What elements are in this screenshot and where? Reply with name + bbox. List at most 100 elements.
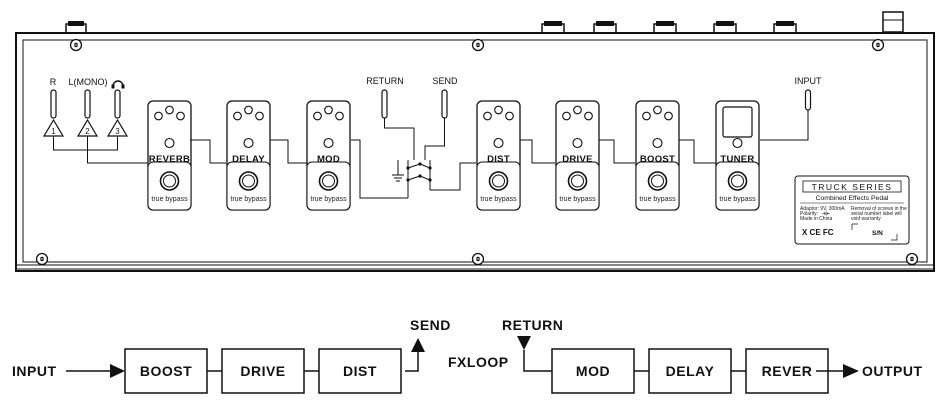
pedal-led	[323, 137, 334, 149]
info-plate: TRUCK SERIES Combined Effects Pedal Adap…	[794, 175, 910, 245]
pedal-cables	[190, 108, 809, 199]
flow-box-label: MOD	[576, 363, 610, 379]
plate-adaptor: Adaptor: 9V, 300mA	[800, 206, 845, 212]
footswitch-icon	[727, 171, 748, 191]
screw-icon	[471, 38, 485, 52]
pedal-name: DELAY	[232, 154, 265, 165]
input-jack-group: INPUT	[795, 76, 822, 111]
pedal-knobs	[642, 105, 673, 121]
flow-return-label: RETURN	[502, 317, 563, 333]
jack-l	[84, 89, 91, 119]
pedal-led	[493, 137, 504, 149]
footswitch-icon	[567, 171, 588, 191]
flow-arrow-in	[110, 364, 125, 378]
pedal-led	[732, 137, 743, 149]
plate-note-3: void warranty	[851, 216, 881, 222]
jack-num-1: 1	[51, 127, 56, 136]
pedal-bypass-label: true bypass	[230, 196, 267, 203]
pedal-led	[164, 137, 175, 149]
jack-phones	[114, 89, 121, 119]
pedal-reverb: REVERB true bypass	[147, 100, 192, 211]
pedal-delay: DELAY true bypass	[226, 100, 271, 211]
send-jack	[441, 89, 448, 119]
pedal-name: BOOST	[640, 154, 675, 165]
top-jack-1-cap	[68, 21, 84, 26]
flow-box-label: DELAY	[666, 363, 715, 379]
pedal-drive: DRIVE true bypass	[555, 100, 600, 211]
pedal-led	[243, 137, 254, 149]
pedal-knobs	[313, 105, 344, 121]
pedal-name: DIST	[487, 154, 510, 165]
flow-box-delay: DELAY	[648, 348, 732, 394]
screws	[35, 38, 919, 266]
pedal-name: TUNER	[720, 154, 754, 165]
polarity-icon	[822, 211, 830, 216]
screw-icon	[69, 38, 83, 52]
jack-num-3: 3	[115, 127, 120, 136]
input-jack	[804, 89, 812, 111]
pedal-bypass-label: true bypass	[719, 196, 756, 203]
tuner-display	[722, 106, 753, 138]
screw-icon	[871, 38, 885, 52]
footswitch-icon	[488, 171, 509, 191]
footswitch-icon	[318, 171, 339, 191]
flow-box-label: REVER	[762, 363, 813, 379]
pedal-knobs	[154, 105, 185, 121]
pedal-name: DRIVE	[562, 154, 593, 165]
flow-box-label: BOOST	[140, 363, 192, 379]
pedal-boost: BOOST true bypass	[635, 100, 680, 211]
pedal-dist: DIST true bypass	[476, 100, 521, 211]
pedal-row: REVERB true bypass DELAY true bypass MOD true…	[147, 100, 760, 211]
pedal-tuner: TUNER true bypass	[715, 100, 760, 211]
return-jack	[381, 89, 388, 119]
pedal-bypass-label: true bypass	[310, 196, 347, 203]
flow-input-label: INPUT	[12, 363, 57, 379]
send-arrow	[411, 338, 425, 352]
fx-loop-jacks: RETURN SEND	[366, 76, 458, 198]
pedal-led	[652, 137, 663, 149]
brand-logo: TRUCK SERIES	[812, 182, 893, 192]
pre-loop-boxes: BOOST DRIVE DIST	[124, 348, 402, 394]
screw-icon	[35, 252, 49, 266]
footswitch-icon	[159, 171, 180, 191]
flow-send-label: SEND	[410, 317, 451, 333]
pedal-led	[572, 137, 583, 149]
top-jacks-right	[541, 21, 797, 34]
flow-box-dist: DIST	[318, 348, 402, 394]
flow-box-drive: DRIVE	[221, 348, 305, 394]
pedal-knobs	[483, 105, 514, 121]
footswitch-icon	[238, 171, 259, 191]
plate-note-1: Removal of screws in the	[851, 206, 907, 212]
pedal-bypass-label: true bypass	[480, 196, 517, 203]
plate-note-2: serial number label will	[851, 211, 902, 217]
plate-polarity: Polarity:	[800, 211, 818, 217]
pedal-bypass-label: true bypass	[639, 196, 676, 203]
plate-made: Made in China	[800, 216, 832, 222]
screw-icon	[905, 252, 919, 266]
return-label: RETURN	[366, 76, 404, 86]
jack-label-l: L(MONO)	[69, 77, 108, 87]
flow-box-label: DRIVE	[240, 363, 285, 379]
jack-label-r: R	[50, 77, 57, 87]
power-jack	[882, 11, 904, 33]
flow-box-boost: BOOST	[124, 348, 208, 394]
pedal-knobs	[233, 105, 264, 121]
return-arrow	[517, 336, 531, 350]
cert-marks: X CE FC	[802, 228, 834, 237]
pedal-bypass-label: true bypass	[559, 196, 596, 203]
post-loop-boxes: MOD DELAY REVER	[551, 348, 843, 394]
pedal-name: MOD	[317, 154, 340, 165]
pedal-name: REVERB	[149, 154, 190, 165]
flow-output-label: OUTPUT	[862, 363, 923, 379]
pedal-bypass-label: true bypass	[151, 196, 188, 203]
flow-box-label: DIST	[343, 363, 377, 379]
flow-box-mod: MOD	[551, 348, 635, 394]
send-label: SEND	[432, 76, 458, 86]
screw-icon	[471, 252, 485, 266]
jack-num-2: 2	[85, 127, 90, 136]
output-jacks: R L(MONO) 1 2 3	[42, 77, 148, 164]
headphones-icon	[111, 80, 125, 89]
footswitch-icon	[647, 171, 668, 191]
